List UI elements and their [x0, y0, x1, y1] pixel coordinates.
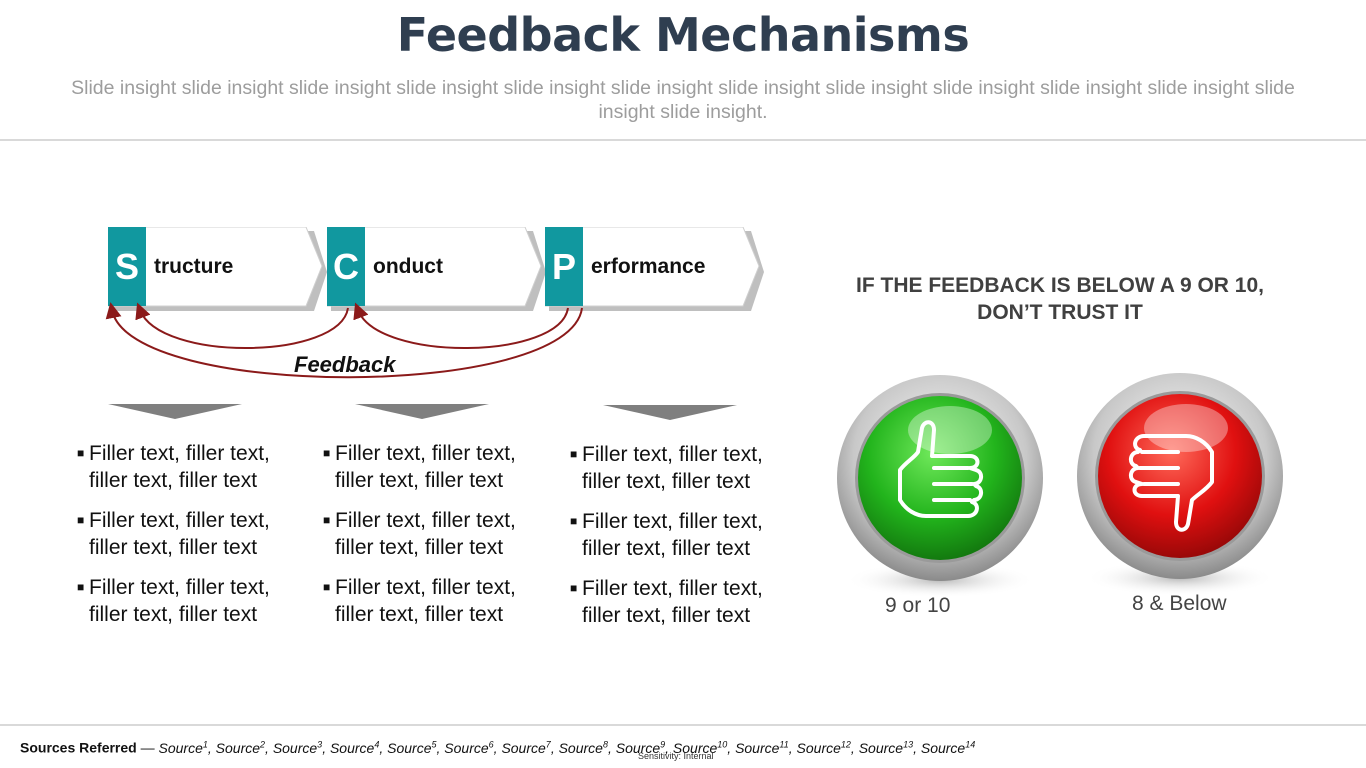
sources-line: Sources Referred — Source1, Source2, Sou…	[20, 739, 976, 756]
thumbs-up-button	[837, 375, 1043, 598]
slide-title: Feedback Mechanisms	[396, 8, 970, 62]
list-item: ■Filler text, filler text, filler text, …	[77, 576, 270, 626]
chevron-shape	[108, 227, 327, 311]
bullet-column-2: ■Filler text, filler text, filler text, …	[323, 440, 543, 641]
bullet-column-3: ■Filler text, filler text, filler text, …	[570, 441, 790, 642]
stage-label: onduct	[373, 255, 443, 278]
list-item: ■Filler text, filler text, filler text, …	[570, 510, 763, 560]
feedback-arrows	[105, 302, 583, 379]
stage-label: erformance	[591, 255, 706, 278]
thumbs-down-icon	[1129, 434, 1214, 532]
sources-label: Sources Referred	[20, 739, 137, 756]
header-divider	[0, 139, 1366, 141]
thumbs-down-caption: 8 & Below	[1132, 592, 1227, 615]
feedback-label: Feedback	[294, 352, 396, 377]
warning-text: IF THE FEEDBACK IS BELOW A 9 OR 10, DON’…	[856, 274, 1264, 324]
stage-performance: P erformance	[545, 227, 765, 311]
sensitivity-label: Sensitivity: Internal	[638, 751, 714, 761]
list-item: ■Filler text, filler text, filler text, …	[77, 442, 270, 492]
stage-letter: P	[545, 227, 583, 306]
list-item: ■Filler text, filler text, filler text, …	[323, 509, 516, 559]
stage-structure: S tructure	[108, 227, 328, 311]
down-triangle	[108, 404, 242, 419]
footer-divider	[0, 724, 1366, 726]
stage-label: tructure	[154, 255, 234, 278]
stage-conduct: C onduct	[327, 227, 547, 311]
thumbs-down-button	[1077, 373, 1283, 596]
thumbs-up-icon	[898, 420, 983, 518]
stage-letter: C	[327, 227, 365, 306]
stage-letter: S	[108, 227, 146, 306]
list-item: ■Filler text, filler text, filler text, …	[323, 576, 516, 626]
list-item: ■Filler text, filler text, filler text, …	[323, 442, 516, 492]
down-triangle	[603, 405, 737, 420]
thumbs-up-caption: 9 or 10	[885, 594, 951, 617]
list-item: ■Filler text, filler text, filler text, …	[570, 577, 763, 627]
chevron-shape	[545, 227, 764, 311]
bullet-column-1: ■Filler text, filler text, filler text, …	[77, 440, 297, 641]
chevron-shape	[327, 227, 546, 311]
down-triangle	[355, 404, 489, 419]
list-item: ■Filler text, filler text, filler text, …	[570, 443, 763, 493]
list-item: ■Filler text, filler text, filler text, …	[77, 509, 270, 559]
slide-subtitle: Slide insight slide insight slide insigh…	[71, 77, 1295, 123]
